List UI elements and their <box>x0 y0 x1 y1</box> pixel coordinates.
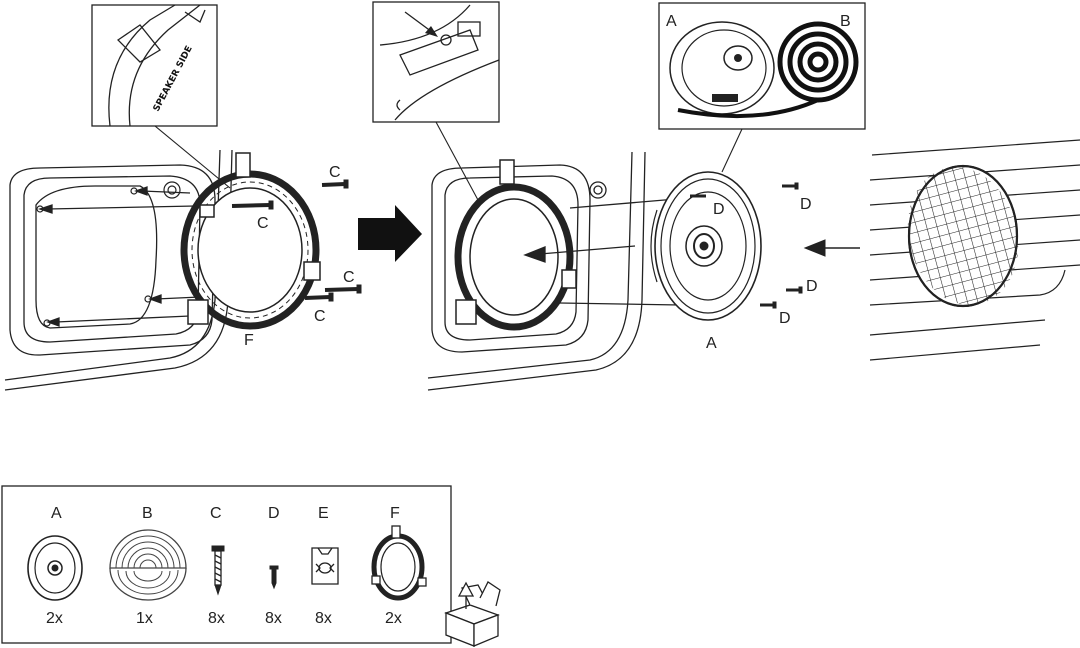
door-holes-left <box>36 181 181 327</box>
part-b: B 1x <box>109 505 187 627</box>
label-d-4: D <box>779 310 791 327</box>
part-b-letter: B <box>142 505 153 522</box>
parts-list: A 2x B 1x <box>27 505 427 627</box>
parts-list-box <box>1 485 452 644</box>
label-c-2: C <box>257 215 269 232</box>
part-c-qty: 8x <box>208 610 225 627</box>
part-c: C 8x <box>208 505 225 627</box>
inset-label-a: A <box>666 13 677 30</box>
label-d-1: D <box>800 196 812 213</box>
alignment-arrows-middle <box>523 196 701 306</box>
inset-leader-2 <box>435 121 479 201</box>
bracket-installed <box>454 159 577 331</box>
adapter-bracket-icon <box>371 525 427 601</box>
part-f-qty: 2x <box>385 610 402 627</box>
speaker-grille <box>892 154 1034 318</box>
foam-tape-roll-icon <box>109 529 187 601</box>
part-e-qty: 8x <box>315 610 332 627</box>
part-e-letter: E <box>318 505 329 522</box>
inset-speaker-tape: A B <box>658 2 866 130</box>
label-d-2: D <box>713 201 725 218</box>
inset-leader-3 <box>721 128 743 173</box>
alignment-arrows-left <box>37 186 246 327</box>
part-a-qty: 2x <box>46 610 63 627</box>
label-a-speaker: A <box>706 335 717 352</box>
short-screw-icon <box>269 565 279 590</box>
part-d-qty: 8x <box>265 610 282 627</box>
screws-c <box>231 179 362 302</box>
inset-leader-1 <box>154 125 231 189</box>
label-c-4: C <box>314 308 326 325</box>
adapter-bracket <box>180 152 321 330</box>
screws-d <box>690 182 803 309</box>
coaxial-speaker <box>650 171 762 321</box>
part-c-letter: C <box>210 505 222 522</box>
part-f: F 2x <box>371 505 427 627</box>
label-d-3: D <box>806 278 818 295</box>
grille-arrow <box>803 239 860 257</box>
part-d: D 8x <box>265 505 282 627</box>
inset-speaker-side: SPEAKER SIDE <box>91 4 218 127</box>
part-d-letter: D <box>268 505 280 522</box>
door-panel-left <box>4 149 233 391</box>
label-c-1: C <box>329 164 341 181</box>
label-f: F <box>244 332 254 349</box>
speaker-icon <box>27 535 83 601</box>
part-b-qty: 1x <box>136 610 153 627</box>
part-f-letter: F <box>390 505 400 522</box>
step-arrow-icon <box>358 205 422 262</box>
package-box-icon <box>444 581 501 647</box>
long-screw-icon <box>211 545 225 596</box>
inset-clip-detail <box>372 1 500 123</box>
clip-nut-icon <box>311 547 339 585</box>
label-c-3: C <box>343 269 355 286</box>
part-a: A 2x <box>27 505 83 627</box>
inset-label-b: B <box>840 13 851 30</box>
part-a-letter: A <box>51 505 62 522</box>
part-e: E 8x <box>311 505 339 627</box>
